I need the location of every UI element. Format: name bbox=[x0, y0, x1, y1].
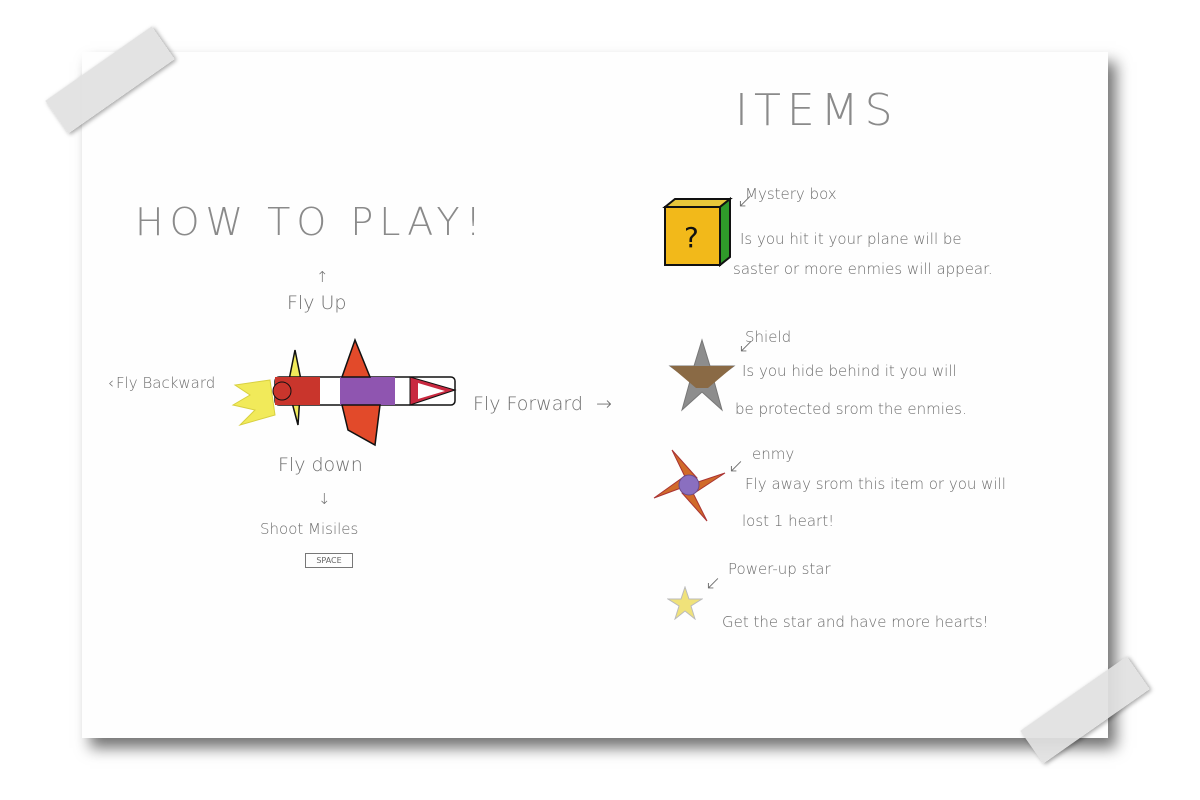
mystery-box-desc-1: Is you hit it your plane will be bbox=[740, 230, 962, 248]
shield-desc-1: Is you hide behind it you will bbox=[742, 362, 957, 380]
enemy-desc-2: lost 1 heart! bbox=[742, 512, 835, 530]
rocket-plane-drawing bbox=[231, 337, 457, 447]
pointer-arrow-icon: ↙ bbox=[737, 190, 753, 212]
mystery-box-icon: ? bbox=[662, 196, 733, 268]
shield-desc-2: be protected srom the enmies. bbox=[735, 400, 967, 418]
fly-backward-label: Fly Backward bbox=[116, 374, 216, 392]
pointer-arrow-icon: ↙ bbox=[728, 455, 744, 477]
arrow-right-icon: → bbox=[596, 393, 612, 415]
shield-star-icon bbox=[668, 338, 736, 412]
pointer-arrow-icon: ↙ bbox=[738, 335, 754, 357]
pointer-arrow-icon: ↙ bbox=[705, 572, 721, 594]
space-key-icon: SPACE bbox=[305, 553, 353, 568]
items-title: ITEMS bbox=[735, 85, 899, 136]
mystery-box-desc-2: saster or more enmies will appear. bbox=[733, 260, 993, 278]
power-up-star-desc: Get the star and have more hearts! bbox=[722, 613, 989, 631]
arrow-up-icon: ↑ bbox=[316, 268, 329, 286]
arrow-left-icon: ‹ bbox=[108, 374, 114, 392]
power-up-star-icon bbox=[667, 586, 703, 620]
shoot-missiles-label: Shoot Misiles bbox=[260, 520, 359, 538]
how-to-play-title: HOW TO PLAY! bbox=[135, 200, 487, 244]
arrow-down-icon: ↓ bbox=[318, 490, 331, 508]
svg-text:?: ? bbox=[684, 221, 699, 254]
shield-name: Shield bbox=[745, 328, 792, 346]
fly-forward-label: Fly Forward bbox=[473, 393, 583, 415]
enemy-shuriken-icon bbox=[653, 449, 726, 522]
fly-down-label: Fly down bbox=[278, 454, 363, 476]
fly-up-label: Fly Up bbox=[287, 292, 347, 314]
mystery-box-name: Mystery box bbox=[745, 185, 837, 203]
enemy-name: enmy bbox=[752, 445, 795, 463]
power-up-star-name: Power-up star bbox=[728, 560, 831, 578]
enemy-desc-1: Fly away srom this item or you will bbox=[745, 475, 1006, 493]
